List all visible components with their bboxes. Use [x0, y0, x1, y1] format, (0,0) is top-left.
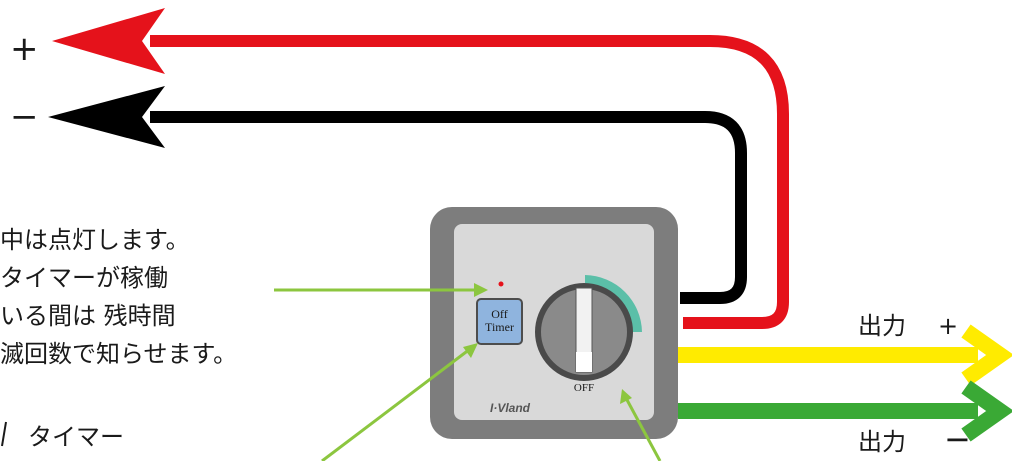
- output-minus-sign: −: [944, 420, 971, 458]
- output-minus-arrowhead: [961, 380, 1012, 442]
- button-leader-line: [321, 343, 478, 461]
- off-timer-button-line2: Timer: [485, 320, 514, 334]
- output-minus-label: 出力: [858, 428, 906, 456]
- dial-leader-line: [620, 389, 662, 461]
- off-timer-button-line1: Off: [491, 307, 507, 321]
- status-led: [498, 281, 504, 287]
- led-description: 中は点灯します。 タイマーが稼働 いる間は 残時間 滅回数で知らせます。: [0, 226, 237, 368]
- output-minus-wire: [678, 380, 1012, 442]
- input-plus-wire: [52, 8, 789, 329]
- output-plus-wire: [678, 324, 1012, 386]
- led-description-line-2: タイマーが稼働: [0, 264, 168, 292]
- timer-device: Off Timer OFF I·Vland: [430, 207, 678, 439]
- output-plus-sign: +: [938, 312, 958, 340]
- led-leader-line: [274, 283, 488, 297]
- timer-label-tick: [1, 421, 7, 447]
- input-minus-sign: −: [10, 97, 39, 137]
- input-plus-arrowhead: [52, 8, 165, 74]
- input-minus-arrowhead: [48, 86, 165, 148]
- timer-dial[interactable]: [535, 283, 633, 381]
- led-description-line-4: 滅回数で知らせます。: [0, 340, 237, 368]
- dial-off-label: OFF: [574, 382, 594, 394]
- brand-logo: I·Vland: [490, 401, 531, 415]
- output-plus-label: 出力: [858, 312, 906, 340]
- off-timer-button[interactable]: Off Timer: [476, 298, 523, 345]
- led-description-line-3: いる間は 残時間: [0, 302, 176, 330]
- output-plus-arrowhead: [961, 324, 1012, 386]
- input-minus-wire: [48, 86, 747, 304]
- led-description-line-1: 中は点灯します。: [0, 226, 190, 254]
- timer-label: タイマー: [28, 423, 124, 451]
- input-plus-sign: +: [10, 29, 39, 69]
